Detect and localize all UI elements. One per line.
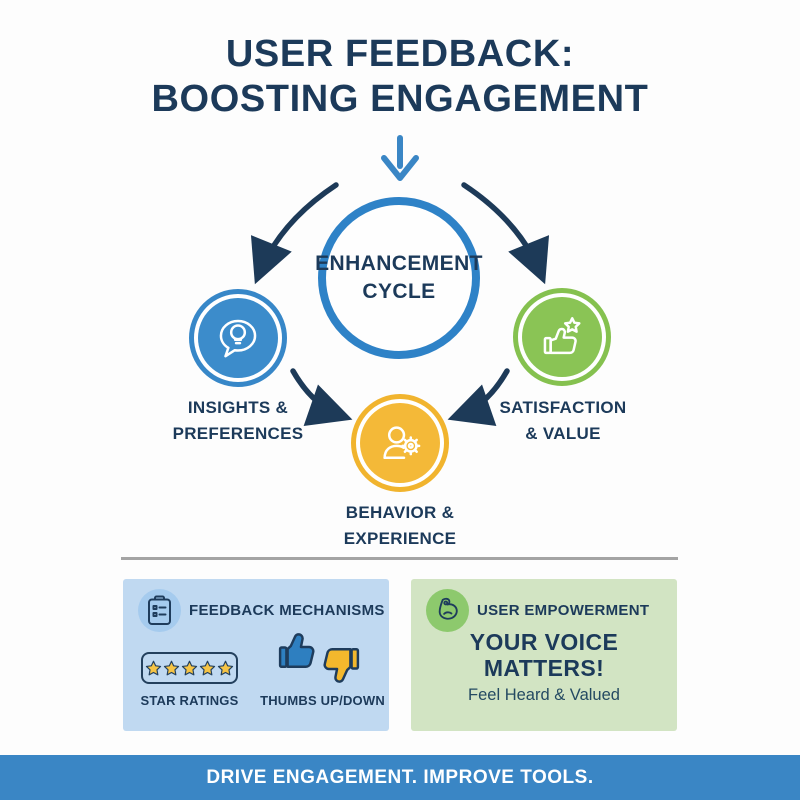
star-icon (145, 660, 162, 675)
person-gear-icon (383, 426, 421, 460)
star-icon (181, 660, 198, 675)
arrow-satisfaction-to-behavior (447, 368, 510, 427)
thumbs-up-down-label: THUMBS UP/DOWN (260, 693, 385, 708)
satisfaction-node (513, 288, 611, 386)
feedback-badge (138, 589, 181, 632)
footer-text: DRIVE ENGAGEMENT. IMPROVE TOOLS. (206, 766, 594, 788)
enhancement-cycle-node: ENHANCEMENT CYCLE (315, 197, 483, 359)
star-icon (217, 660, 234, 675)
insights-node (189, 289, 287, 387)
empowerment-panel-header: USER EMPOWERMENT (477, 601, 650, 619)
arrow-top-to-insights (250, 182, 339, 285)
behavior-node (351, 394, 449, 492)
empowerment-badge (426, 589, 469, 632)
feedback-mechanisms-panel: FEEDBACK MECHANISMS STAR RATINGS (123, 579, 389, 731)
section-divider (121, 557, 678, 560)
thumbs-up-down-group (278, 629, 360, 691)
voice-headline: YOUR VOICE MATTERS! (469, 629, 619, 682)
thumbs-down-icon (323, 648, 360, 683)
thumbs-up-icon (278, 633, 315, 668)
center-label-line2: CYCLE (362, 280, 436, 303)
satisfaction-node-label: SATISFACTION & VALUE (499, 398, 627, 444)
clipboard-checklist-icon (148, 595, 171, 625)
idea-speech-bubble-icon (219, 319, 257, 358)
user-empowerment-panel: USER EMPOWERMENT YOUR VOICE MATTERS! Fee… (411, 579, 677, 731)
flexed-bicep-icon (438, 597, 458, 620)
star-icon (199, 660, 216, 675)
down-arrow-icon (381, 135, 419, 181)
star-rating (141, 652, 238, 684)
curved-cycle-arrows (250, 182, 550, 427)
arrow-top-to-satisfaction (461, 182, 550, 285)
voice-subline: Feel Heard & Valued (468, 686, 620, 704)
arrow-insights-to-behavior (290, 368, 353, 427)
thumb-up-star-icon (543, 317, 581, 355)
cycle-arrows-layer (250, 135, 550, 427)
center-label-line1: ENHANCEMENT (315, 251, 483, 275)
star-ratings-label: STAR RATINGS (140, 693, 239, 708)
insights-node-label: INSIGHTS & PREFERENCES (172, 398, 304, 444)
star-icon (163, 660, 180, 675)
page-title-line1: USER FEEDBACK: (225, 33, 575, 75)
page-title: USER FEEDBACK: BOOSTING ENGAGEMENT (0, 32, 800, 122)
behavior-node-label: BEHAVIOR & EXPERIENCE (343, 503, 457, 549)
footer-banner: DRIVE ENGAGEMENT. IMPROVE TOOLS. (0, 755, 800, 800)
feedback-panel-header: FEEDBACK MECHANISMS (189, 601, 385, 619)
page-title-line2: BOOSTING ENGAGEMENT (151, 77, 649, 120)
